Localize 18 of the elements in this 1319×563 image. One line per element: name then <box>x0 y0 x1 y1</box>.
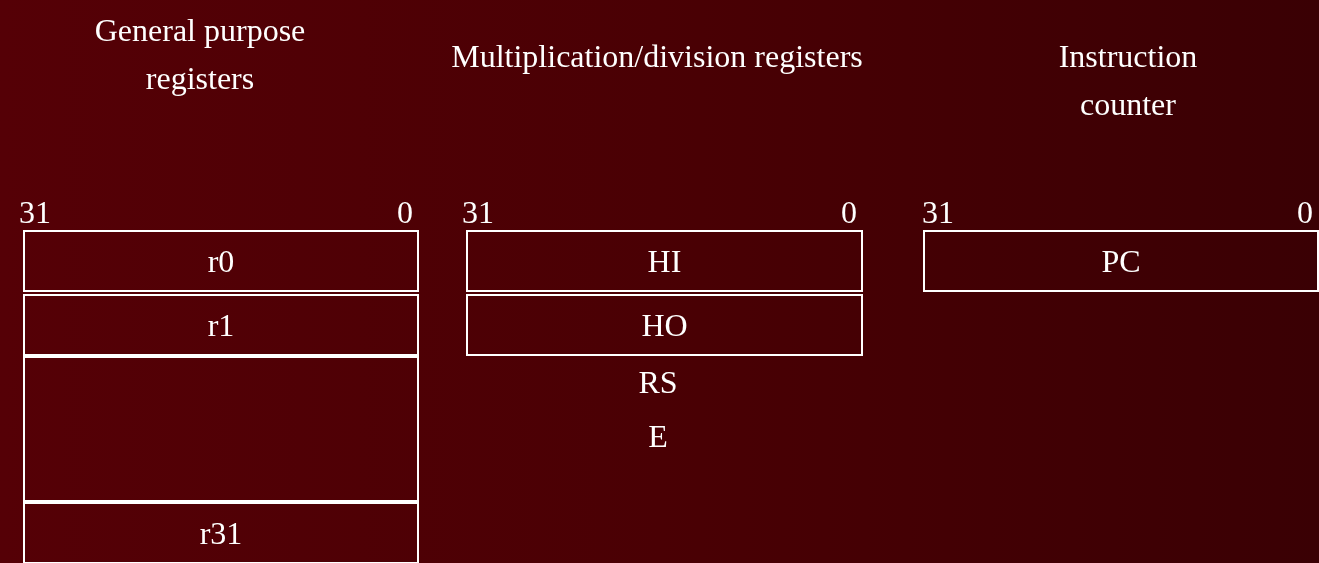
register-box: HO <box>466 294 863 356</box>
register-box: r31 <box>23 502 419 563</box>
register-box: HI <box>466 230 863 292</box>
register-label: RS <box>637 363 679 402</box>
section-heading: Instruction counter <box>1057 37 1199 124</box>
bit-number: 31 <box>921 193 955 232</box>
bit-number: 0 <box>1296 193 1314 232</box>
bit-number: 0 <box>396 193 414 232</box>
bit-number: 31 <box>18 193 52 232</box>
register-box: r1 <box>23 294 419 356</box>
bit-number: 0 <box>840 193 858 232</box>
register-box: PC <box>923 230 1319 292</box>
register-box: r0 <box>23 230 419 292</box>
register-box <box>23 356 419 502</box>
section-heading: Multiplication/division registers <box>450 37 864 76</box>
bit-number: 31 <box>461 193 495 232</box>
register-label: E <box>647 417 669 456</box>
section-heading: General purpose registers <box>93 11 307 98</box>
